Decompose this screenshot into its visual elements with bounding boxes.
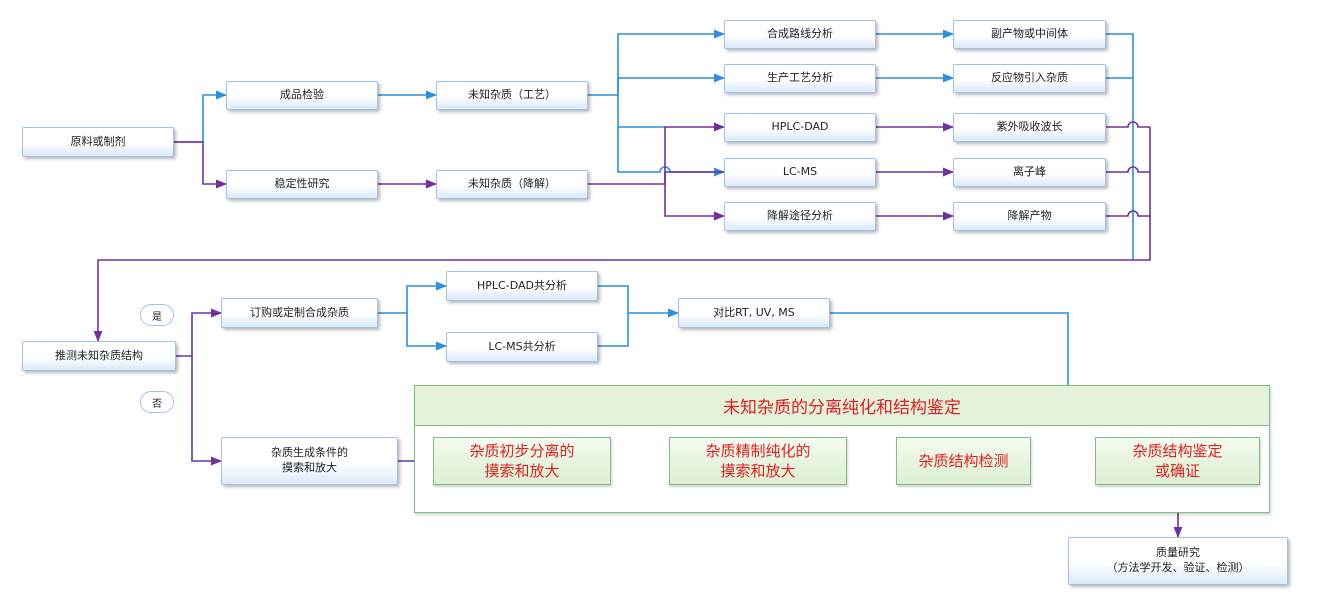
edge-infer-to-generation — [191, 356, 223, 466]
edge-raw-to-testing — [174, 90, 228, 143]
node-lc-ms-coanalysis: LC-MS共分析 — [446, 332, 598, 362]
edge-infer-to-purchase — [176, 308, 223, 357]
edge-raw-to-stability — [174, 141, 228, 189]
edge-purchase-to-hplc-co — [378, 281, 448, 314]
node-lc-ms: LC-MS — [724, 158, 876, 187]
edge-uv-return — [1106, 121, 1150, 128]
edge-return-to-infer — [93, 127, 1151, 343]
label-yes: 是 — [140, 304, 174, 326]
node-hplc-dad: HPLC-DAD — [724, 113, 876, 142]
edge-unknown-degradation-to-pathway — [664, 184, 726, 221]
edge-purchase-to-lcms-co — [406, 313, 448, 351]
node-compare-rt-uv-ms: 对比RT, UV, MS — [678, 298, 830, 328]
node-product-testing: 成品检验 — [226, 81, 378, 110]
edge-unknown-process-to-lcms — [617, 127, 726, 177]
node-ion-peak: 离子峰 — [953, 158, 1106, 187]
node-hplc-dad-coanalysis: HPLC-DAD共分析 — [446, 271, 598, 301]
edge-unknown-degradation-to-hplc — [588, 122, 726, 185]
node-unknown-degradation: 未知杂质（降解） — [436, 170, 588, 199]
node-stability-study: 稳定性研究 — [226, 170, 378, 199]
node-degradation-product: 降解产物 — [953, 202, 1106, 231]
label-no: 否 — [140, 391, 174, 413]
separation-panel-title: 未知杂质的分离纯化和结构鉴定 — [414, 385, 1270, 426]
edge-ion-return — [1106, 166, 1150, 173]
node-reactant-impurity: 反应物引入杂质 — [953, 64, 1106, 93]
edge-unknown-process-to-process — [617, 73, 726, 95]
node-generation-conditions: 杂质生成条件的 摸索和放大 — [221, 437, 398, 485]
edge-unknown-process-to-route — [588, 29, 726, 96]
edge-product-return — [1106, 210, 1150, 217]
node-process-analysis: 生产工艺分析 — [724, 64, 876, 93]
step-initial-separation: 杂质初步分离的 摸索和放大 — [433, 437, 611, 485]
edge-lcms-co-to-compare — [598, 313, 629, 347]
node-byproduct: 副产物或中间体 — [953, 20, 1106, 49]
node-route-analysis: 合成路线分析 — [724, 20, 876, 49]
node-unknown-process: 未知杂质（工艺） — [436, 81, 588, 110]
edge-byproduct-return — [1106, 33, 1134, 260]
step-structure-detection: 杂质结构检测 — [896, 437, 1031, 485]
node-uv-wavelength: 紫外吸收波长 — [953, 113, 1106, 142]
node-infer-structure: 推测未知杂质结构 — [22, 341, 176, 371]
edge-hplc-co-to-compare — [598, 285, 680, 318]
node-quality-research: 质量研究 （方法学开发、验证、检测） — [1068, 537, 1288, 585]
edge-unknown-process-to-hplc — [617, 95, 665, 128]
step-purification: 杂质精制纯化的 摸索和放大 — [669, 437, 847, 485]
step-structure-identification: 杂质结构鉴定 或确证 — [1095, 437, 1260, 485]
node-degradation-pathway: 降解途径分析 — [724, 202, 876, 231]
node-purchase-synthesis: 订购或定制合成杂质 — [221, 298, 378, 328]
node-raw-material: 原料或制剂 — [22, 127, 174, 157]
edge-unknown-degradation-to-lcms — [664, 171, 724, 184]
